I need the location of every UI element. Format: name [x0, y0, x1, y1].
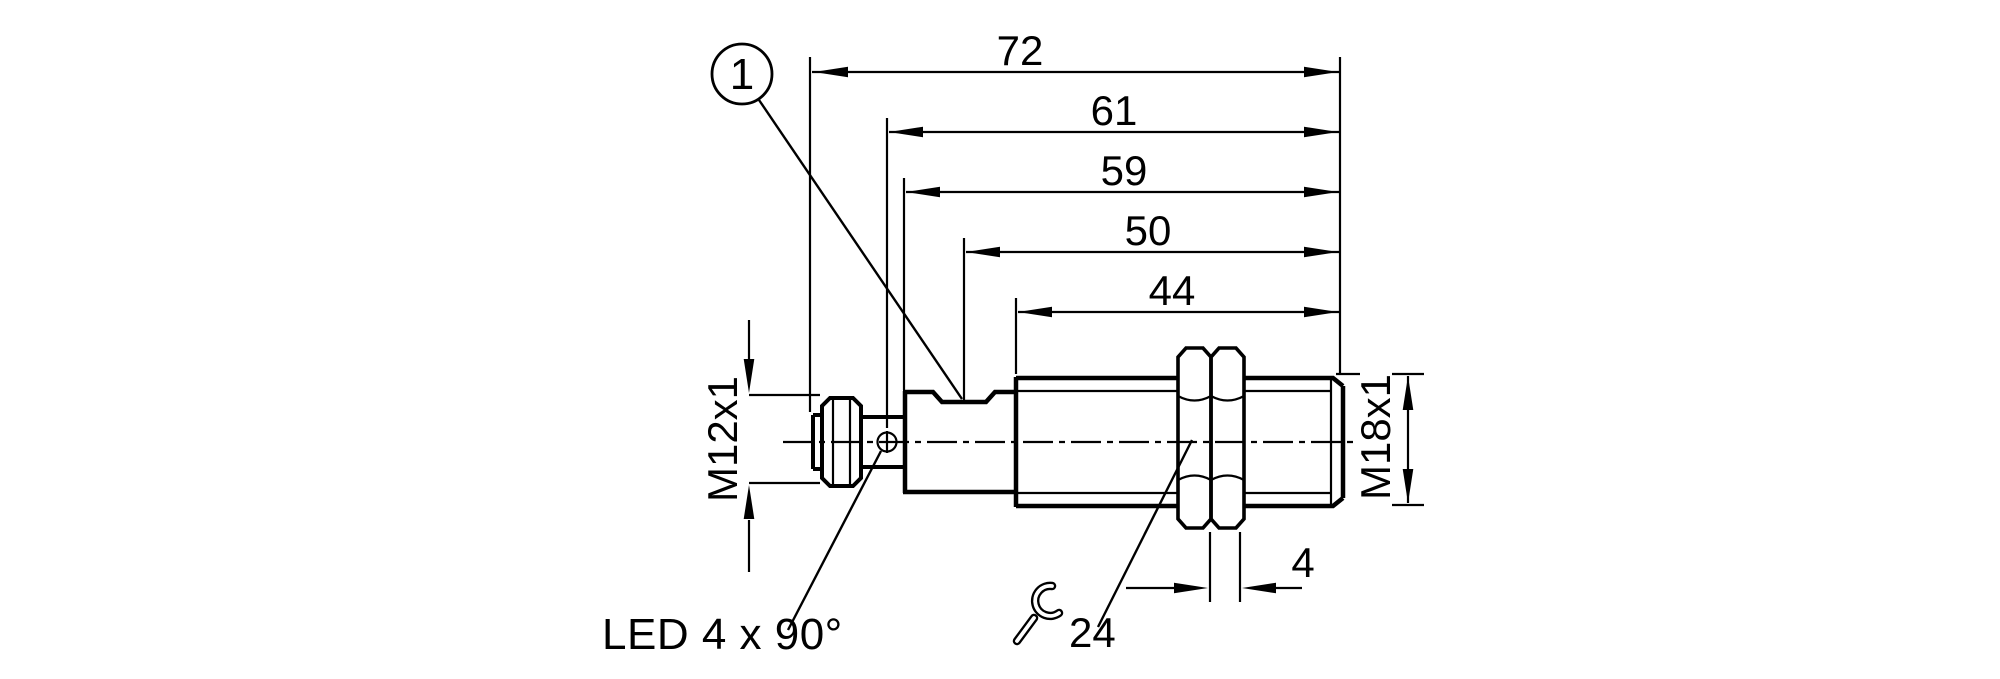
barrel-thread-lines — [1018, 389, 1330, 495]
arrowhead-left-61 — [889, 126, 923, 138]
dimension-72: 72 — [808, 27, 1340, 412]
nut-facet-lines — [1177, 395, 1245, 481]
lock-nut-1 — [1176, 346, 1213, 530]
led-indicator — [876, 431, 898, 453]
threaded-barrel — [1013, 375, 1346, 509]
arrowhead-right-50 — [1304, 246, 1338, 258]
dimension-m12: M12x1 — [699, 320, 820, 572]
dim-44-label: 44 — [1149, 267, 1196, 314]
callout-circle — [710, 42, 774, 106]
arrowhead-left-50 — [966, 246, 1000, 258]
dimension-59: 59 — [902, 147, 1340, 390]
wrench-icon — [1012, 581, 1064, 646]
m12-connector — [811, 396, 904, 488]
callout-number: 1 — [730, 50, 754, 99]
dimension-61: 61 — [885, 87, 1340, 428]
connector-coupling-nut — [820, 396, 863, 488]
wrench-leader-line — [1096, 439, 1194, 628]
wrench-size-label: 24 — [1069, 609, 1116, 656]
arrowhead-left-59 — [906, 186, 940, 198]
dimension-44: 44 — [1014, 267, 1340, 374]
wrench-annotation: 24 — [1012, 439, 1194, 656]
housing — [902, 389, 1018, 495]
m18-arrowhead-top — [1402, 376, 1414, 410]
dimension-4: 4 — [1126, 532, 1315, 602]
dim-61-label: 61 — [1091, 87, 1138, 134]
nut-extension-lines — [1208, 532, 1242, 602]
housing-top-edge-notch — [903, 389, 1018, 405]
lock-nut-2 — [1209, 346, 1246, 530]
arrowhead-right-59 — [1304, 186, 1338, 198]
wrench-head-inner — [1033, 584, 1061, 618]
lock-nuts — [1176, 346, 1246, 530]
m12-arrowhead-top — [743, 359, 755, 393]
m18-thread-label: M18x1 — [1352, 374, 1399, 500]
callout-leader-line — [758, 99, 963, 400]
arrowhead-right-61 — [1304, 126, 1338, 138]
dim-72-label: 72 — [997, 27, 1044, 74]
led-label: LED 4 x 90° — [602, 610, 843, 659]
dim-50-label: 50 — [1125, 207, 1172, 254]
arrowhead-right-72 — [1304, 66, 1338, 78]
m18-tick-lines — [1336, 372, 1424, 507]
dimension-50: 50 — [962, 207, 1340, 400]
sensor-outline — [783, 346, 1357, 530]
barrel-bottom-edge — [1016, 496, 1345, 509]
callout-1: 1 — [710, 42, 963, 400]
barrel-top-edge — [1016, 375, 1345, 388]
m18-arrowhead-bottom — [1402, 469, 1414, 503]
nut-arrowhead-left — [1174, 582, 1208, 594]
nut-arrowhead-right — [1242, 582, 1276, 594]
dimension-m18: M18x1 — [1336, 372, 1424, 507]
dim-59-label: 59 — [1101, 147, 1148, 194]
m12-thread-label: M12x1 — [699, 376, 746, 502]
led-leader-line — [786, 450, 883, 631]
arrowhead-left-72 — [814, 66, 848, 78]
connector-thread-lines — [831, 400, 852, 484]
wrench-handle-inner — [1015, 616, 1036, 643]
led-annotation: LED 4 x 90° — [602, 450, 883, 659]
arrowhead-right-44 — [1304, 306, 1338, 318]
connector-neck — [861, 415, 904, 469]
nut-thickness-label: 4 — [1291, 539, 1314, 586]
m12-arrowhead-bottom — [743, 485, 755, 519]
m12-extension-lines — [749, 393, 820, 485]
arrowhead-left-44 — [1018, 306, 1052, 318]
